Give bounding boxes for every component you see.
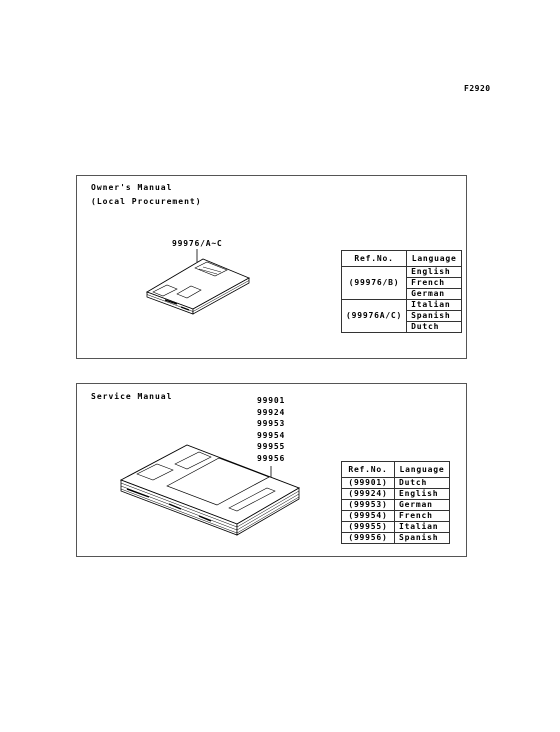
table-row: Dutch xyxy=(342,321,463,333)
part-number: 99954 xyxy=(257,430,286,440)
language-cell: German xyxy=(394,499,450,511)
service-manual-title: Service Manual xyxy=(91,392,173,401)
ref-cell: (99901) xyxy=(341,477,395,489)
language-cell: Italian xyxy=(394,521,450,533)
ref-cell: (99954) xyxy=(341,510,395,522)
language-cell: Spanish xyxy=(406,310,463,322)
part-number: 99955 xyxy=(257,442,286,451)
language-cell: English xyxy=(394,488,450,500)
language-cell: German xyxy=(406,288,463,300)
language-cell: Dutch xyxy=(406,321,463,333)
table-row: (99976A/C) Italian xyxy=(340,299,463,333)
language-cell: French xyxy=(406,277,463,289)
owners-manual-panel: Owner's Manual (Local Procurement) 99976… xyxy=(76,175,467,359)
ref-cell: (99924) xyxy=(341,488,395,500)
table-row: (99924) English xyxy=(341,488,450,500)
table-row: (99976/B) English xyxy=(340,266,463,300)
service-ref-table: Ref.No. Language (99901) Dutch (99924) E… xyxy=(341,461,450,544)
ref-cell: (99953) xyxy=(341,499,395,511)
service-part-number-list: 99901 99924 99953 99954 99955 99956 xyxy=(257,395,285,464)
table-row: (99956) Spanish xyxy=(341,532,450,544)
ref-cell: (99956) xyxy=(341,532,395,544)
owners-ref-header: Ref.No. xyxy=(340,250,408,267)
language-cell: Dutch xyxy=(394,477,450,489)
service-lang-header: Language xyxy=(394,461,450,478)
table-row: (99901) Dutch xyxy=(341,477,450,489)
service-manual-panel: Service Manual 99901 99924 99953 99954 9… xyxy=(76,383,467,557)
part-number: 99953 xyxy=(257,419,286,428)
language-cell: Spanish xyxy=(394,532,450,544)
part-number: 99901 xyxy=(257,396,286,405)
figure-code: F2920 xyxy=(464,84,491,93)
owners-manual-subtitle: (Local Procurement) xyxy=(91,197,202,206)
ref-cell: (99976A/C) xyxy=(340,299,408,333)
language-cell: Italian xyxy=(406,299,463,311)
language-cell: English xyxy=(406,266,463,278)
language-cell: French xyxy=(394,510,450,522)
ref-cell: (99976/B) xyxy=(340,266,408,300)
service-ref-header: Ref.No. xyxy=(341,461,395,478)
service-manual-illustration xyxy=(119,444,301,536)
owners-manual-illustration xyxy=(145,249,251,315)
part-number: 99956 xyxy=(257,453,286,463)
owners-manual-title: Owner's Manual xyxy=(91,183,173,192)
part-number: 99924 xyxy=(257,407,286,417)
table-row: (99954) French xyxy=(341,510,450,522)
owners-manual-part-label: 99976/A~C xyxy=(172,239,223,248)
owners-lang-header: Language xyxy=(406,250,463,267)
table-row: (99955) Italian xyxy=(341,521,450,533)
owners-ref-table: Ref.No. Language (99976/B) English Frenc… xyxy=(340,250,463,333)
table-row: (99953) German xyxy=(341,499,450,511)
ref-cell: (99955) xyxy=(341,521,395,533)
